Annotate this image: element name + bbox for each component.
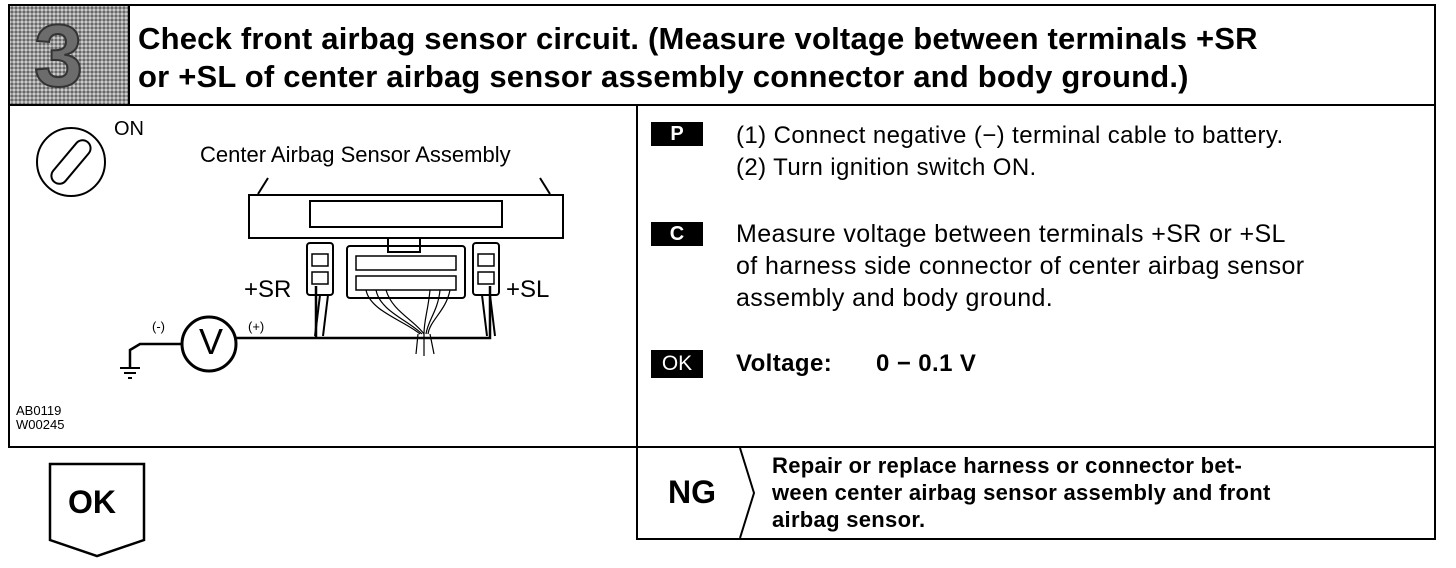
voltmeter-symbol: V bbox=[199, 321, 224, 362]
c-line2: of harness side connector of center airb… bbox=[736, 252, 1305, 280]
ok-result-box bbox=[48, 462, 146, 558]
ng-line1: Repair or replace harness or connector b… bbox=[772, 453, 1243, 478]
step-title-line1: Check front airbag sensor circuit. (Meas… bbox=[138, 21, 1258, 56]
ng-result-label: NG bbox=[668, 474, 716, 510]
ok-spec-tag: OK bbox=[651, 350, 703, 378]
right-connector bbox=[472, 242, 500, 337]
voltmeter-icon bbox=[120, 315, 238, 379]
ng-result-box bbox=[636, 446, 1436, 540]
center-connector bbox=[346, 237, 466, 356]
p-line2: (2) Turn ignition switch ON. bbox=[736, 154, 1037, 181]
c-line1: Measure voltage between terminals +SR or… bbox=[736, 220, 1286, 248]
step-title-line2: or +SL of center airbag sensor assembly … bbox=[138, 59, 1189, 94]
column-divider bbox=[636, 104, 638, 448]
sensor-assembly-housing bbox=[248, 177, 564, 239]
assembly-label: Center Airbag Sensor Assembly bbox=[200, 142, 511, 167]
ng-line2: ween center airbag sensor assembly and f… bbox=[772, 480, 1271, 505]
ignition-switch-icon bbox=[36, 127, 106, 197]
c-tag: C bbox=[651, 222, 703, 246]
p-tag: P bbox=[651, 122, 703, 146]
ok-result-label: OK bbox=[68, 484, 116, 520]
probe-wire bbox=[236, 286, 492, 340]
ng-arrow bbox=[739, 448, 756, 538]
step-number: 3 bbox=[33, 6, 84, 105]
figure-code-1: AB0119 bbox=[16, 403, 62, 418]
meter-minus-mark: (-) bbox=[152, 319, 165, 334]
ng-line3: airbag sensor. bbox=[772, 507, 926, 532]
figure-code-2: W00245 bbox=[16, 417, 65, 432]
step-number-badge: 3 bbox=[10, 6, 130, 106]
spec-value: 0 − 0.1 V bbox=[876, 350, 977, 377]
wiring-diagram bbox=[36, 127, 564, 379]
step-header: 3 Check front airbag sensor circuit. (Me… bbox=[8, 4, 1436, 106]
left-connector bbox=[306, 242, 334, 337]
spec-label: Voltage: bbox=[736, 350, 833, 377]
c-line3: assembly and body ground. bbox=[736, 284, 1054, 312]
meter-plus-mark: (+) bbox=[248, 319, 265, 334]
p-line1: (1) Connect negative (−) terminal cable … bbox=[736, 122, 1284, 149]
terminal-sr-label: +SR bbox=[244, 276, 292, 303]
terminal-sl-label: +SL bbox=[506, 276, 550, 303]
ignition-on-label: ON bbox=[114, 118, 144, 140]
